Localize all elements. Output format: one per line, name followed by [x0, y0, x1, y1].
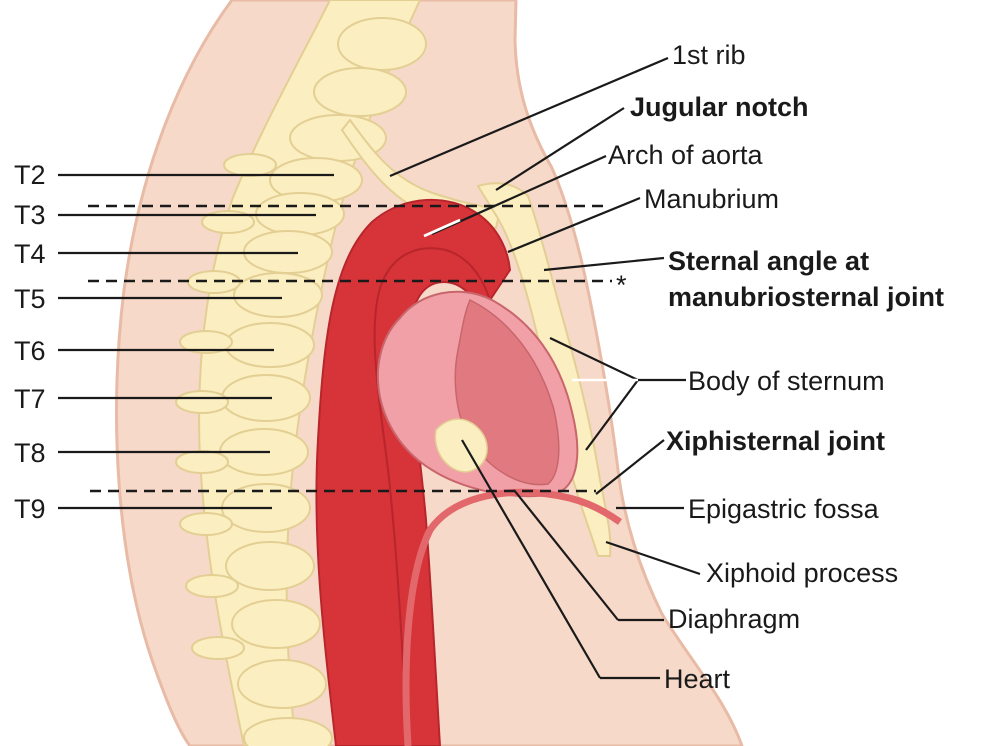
label-sternal-angle-line2: manubriosternal joint: [668, 282, 944, 312]
label-t2: T2: [14, 160, 46, 190]
label-first-rib: 1st rib: [672, 40, 746, 70]
label-t8: T8: [14, 438, 46, 468]
label-diaphragm: Diaphragm: [668, 604, 800, 634]
label-xiphisternal-joint: Xiphisternal joint: [666, 426, 885, 456]
label-t4: T4: [14, 239, 46, 269]
label-jugular-notch: Jugular notch: [630, 92, 809, 122]
label-t5: T5: [14, 284, 46, 314]
label-sternal-angle-line1: Sternal angle at: [668, 246, 869, 276]
label-manubrium: Manubrium: [644, 184, 779, 214]
label-xiphoid-process: Xiphoid process: [706, 558, 898, 588]
label-t9: T9: [14, 494, 46, 524]
label-epigastric-fossa: Epigastric fossa: [688, 494, 880, 524]
label-t6: T6: [14, 336, 46, 366]
label-heart: Heart: [664, 664, 731, 694]
label-arch-of-aorta: Arch of aorta: [608, 140, 764, 170]
label-t7: T7: [14, 384, 46, 414]
label-body-of-sternum: Body of sternum: [688, 366, 885, 396]
label-t3: T3: [14, 200, 46, 230]
sternal-angle-marker: *: [616, 270, 627, 300]
